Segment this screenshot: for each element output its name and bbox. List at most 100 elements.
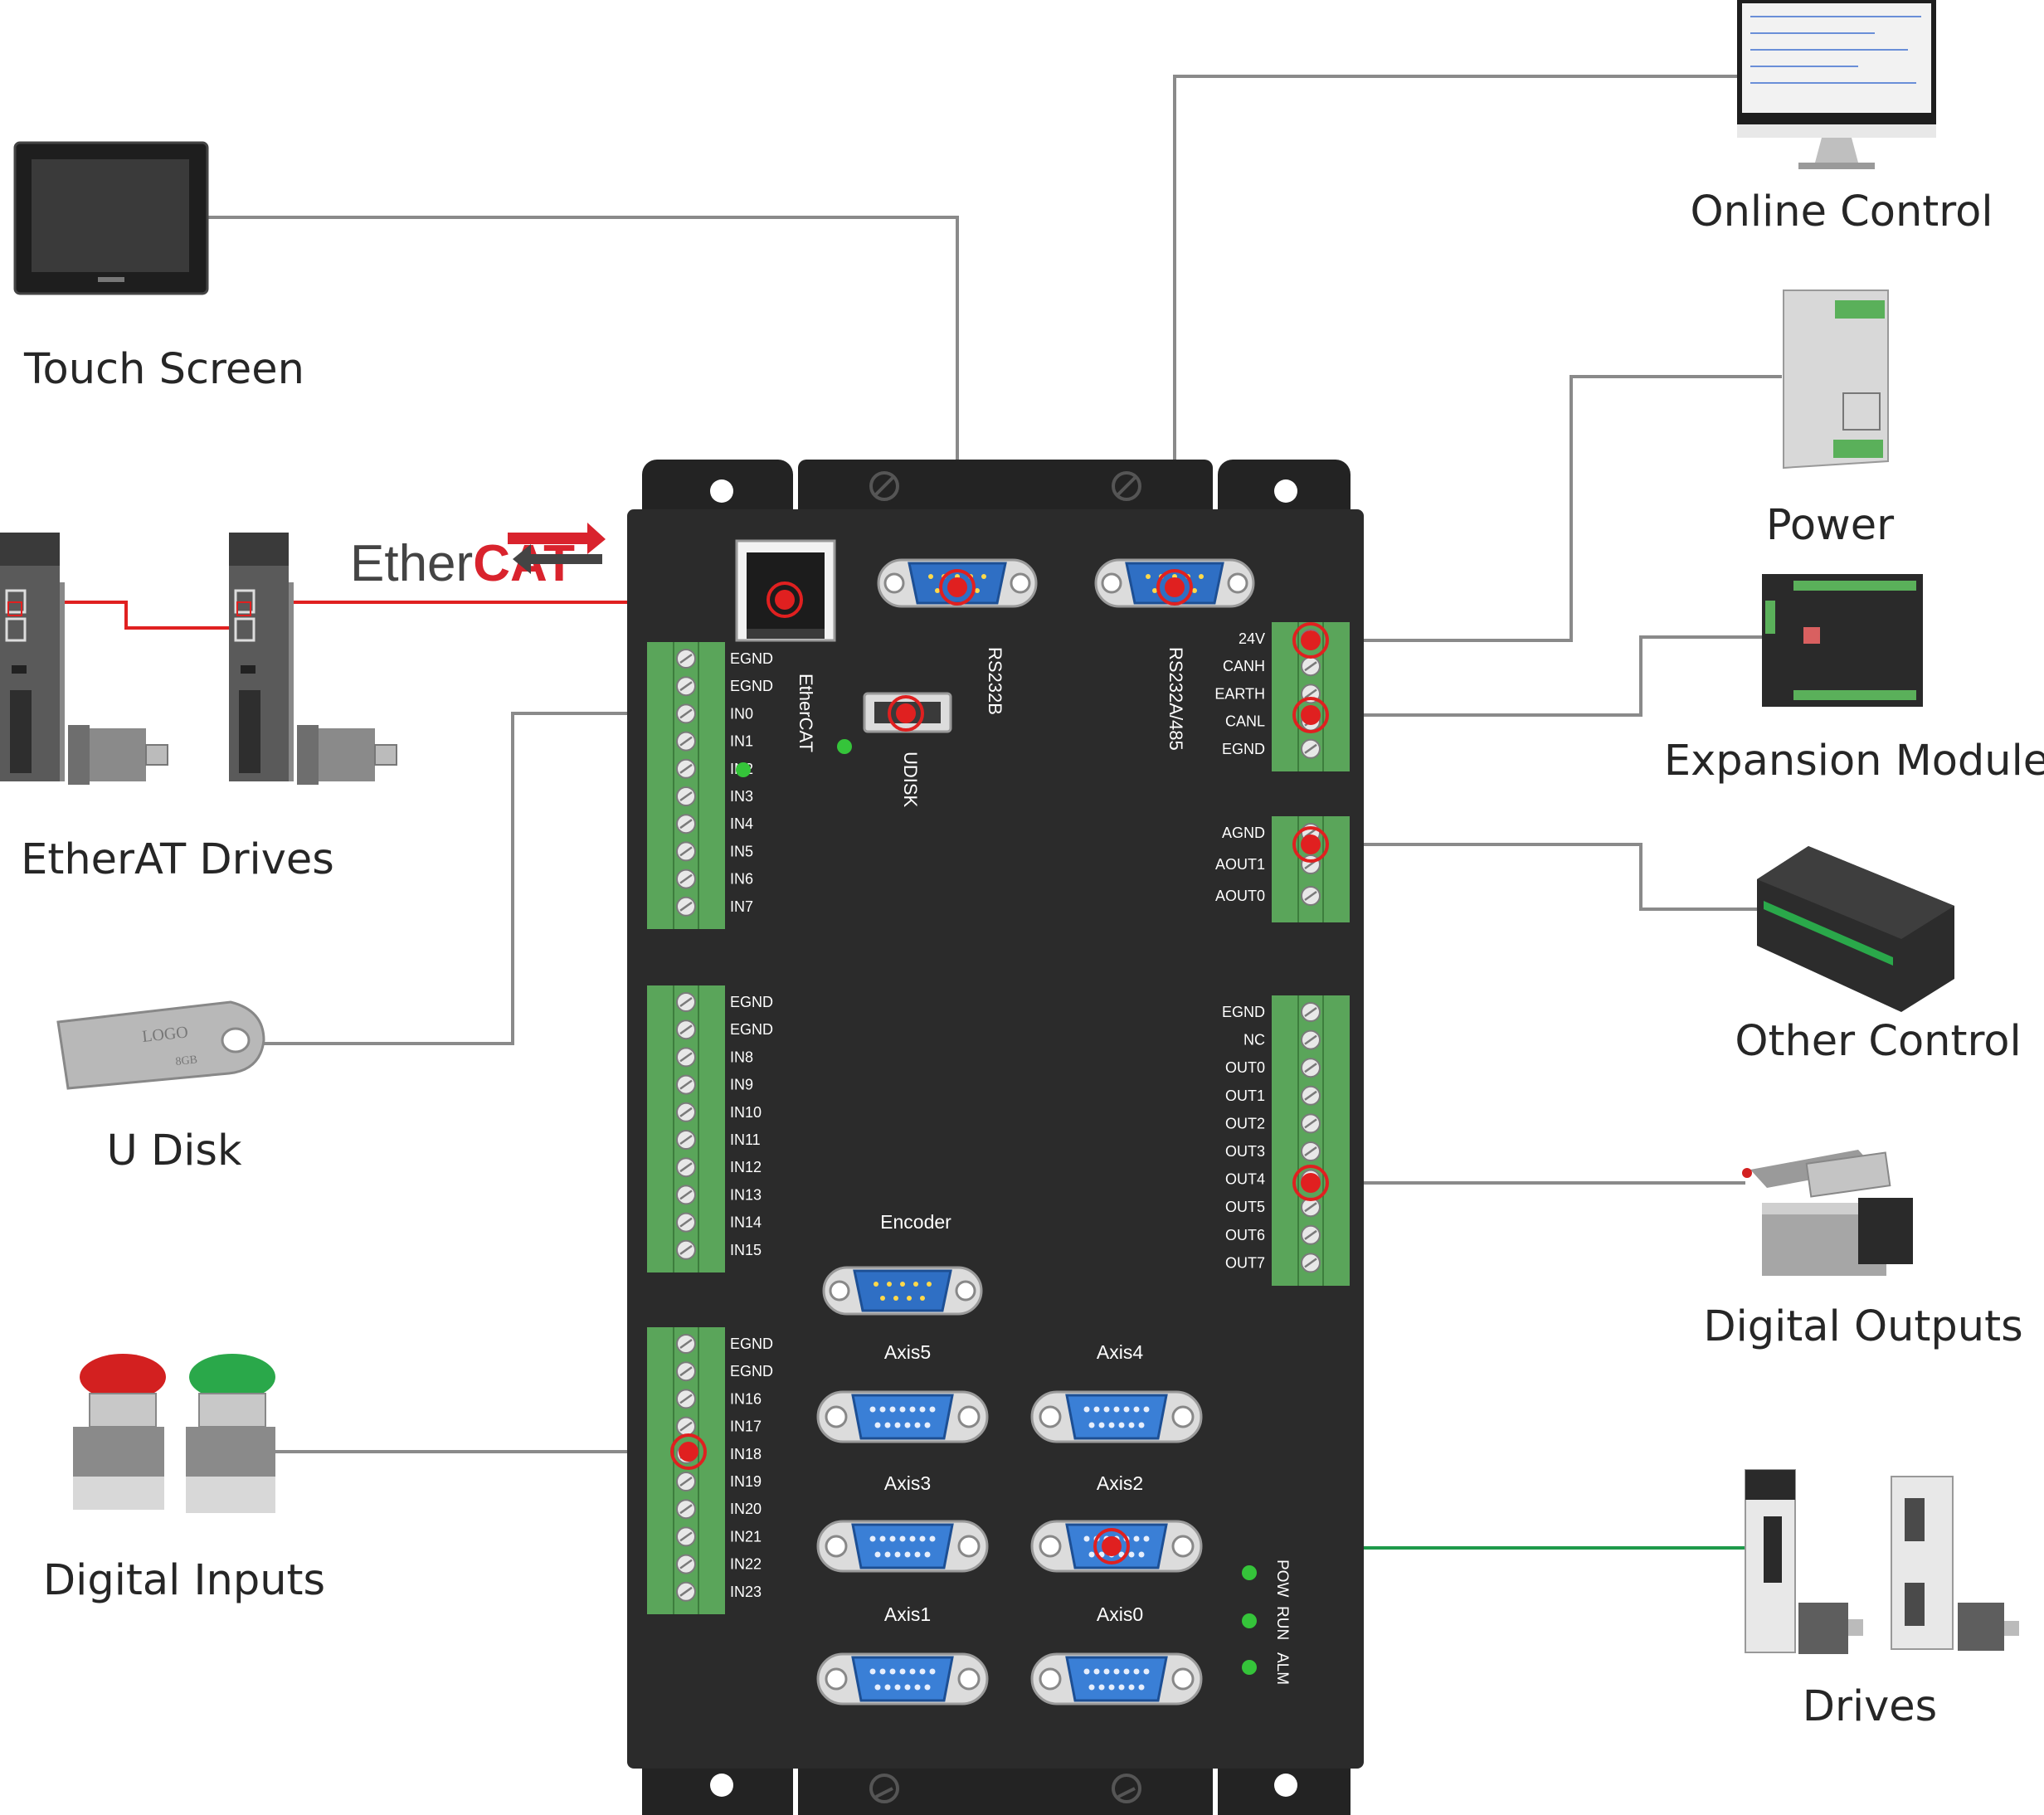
power-terminal-label: EGND — [1222, 741, 1265, 757]
ethercat-led — [837, 739, 852, 754]
wire-other-control — [1311, 843, 1757, 911]
terminal-screw — [675, 786, 697, 807]
axis3-port-label: Axis3 — [884, 1472, 931, 1494]
terminal-screw — [675, 1212, 697, 1233]
input-terminal-label: IN19 — [730, 1473, 762, 1490]
run-led-label: RUN — [1273, 1606, 1291, 1640]
analog-terminal-label: AOUT0 — [1215, 888, 1265, 904]
in2-status-led — [736, 762, 751, 777]
output-terminal-label: OUT6 — [1225, 1227, 1265, 1243]
digital-inputs-image — [73, 1354, 275, 1513]
ethercat-logo: EtherCAT — [350, 523, 606, 592]
terminal-screw — [675, 1102, 697, 1123]
controller-panel — [627, 509, 1364, 1769]
input-terminal-label: IN20 — [730, 1501, 762, 1517]
terminal-screw — [675, 1554, 697, 1574]
input-terminal-label: IN12 — [730, 1159, 762, 1175]
axis0-port-label: Axis0 — [1097, 1603, 1143, 1625]
ethercat-drive-1-image — [0, 531, 168, 786]
terminal-screw — [675, 1498, 697, 1520]
output-terminal-label: OUT7 — [1225, 1254, 1265, 1271]
terminal-screw — [675, 991, 697, 1013]
power-terminal-label: CANH — [1223, 658, 1265, 674]
input-terminal-label: EGND — [730, 1021, 773, 1038]
input-terminal-label: IN10 — [730, 1104, 762, 1121]
terminal-screw — [675, 1471, 697, 1492]
power-image — [1783, 290, 1889, 470]
terminal-screw — [675, 1526, 697, 1547]
axis3-port[interactable] — [816, 1520, 989, 1573]
udisk-port-label: UDISK — [900, 752, 921, 808]
input-terminal-label: IN17 — [730, 1418, 762, 1435]
digital-inputs-label: Digital Inputs — [43, 1556, 325, 1605]
analog-terminal-label: AOUT1 — [1215, 856, 1265, 873]
terminal-screw — [675, 1156, 697, 1178]
wire-online-control — [1173, 75, 1737, 587]
axis5-port[interactable] — [816, 1390, 989, 1443]
wire-power — [1311, 375, 1782, 642]
usb-capacity-text: 8GB — [175, 1053, 198, 1068]
motion-controller: EtherCAT UDISK RS232B RS232A/485 Encoder… — [627, 460, 1364, 1815]
axis0-port[interactable] — [1030, 1652, 1203, 1706]
input-terminal-label: EGND — [730, 678, 773, 694]
drives-label: Drives — [1803, 1682, 1938, 1731]
online-control-image — [1737, 0, 1936, 169]
output-terminal-label: NC — [1243, 1032, 1265, 1049]
terminal-screw — [1300, 738, 1321, 760]
encoder-port-label: Encoder — [880, 1211, 951, 1233]
terminal-screw — [675, 1019, 697, 1040]
terminal-screw — [1300, 1085, 1321, 1107]
expansion-module-label: Expansion Module — [1664, 737, 2044, 786]
terminal-screw — [1300, 1141, 1321, 1162]
run-led — [1242, 1613, 1257, 1628]
terminal-screw — [675, 1360, 697, 1382]
input-terminal-label: IN22 — [730, 1556, 762, 1573]
terminal-screw — [675, 896, 697, 917]
terminal-screw — [675, 1239, 697, 1261]
terminal-screw — [675, 813, 697, 835]
touch-screen-image — [13, 141, 209, 295]
axis1-port[interactable] — [816, 1652, 989, 1706]
input-terminal-label: IN6 — [730, 871, 753, 888]
digital-outputs-label: Digital Outputs — [1703, 1302, 2022, 1351]
terminal-screw — [675, 703, 697, 724]
analog-terminal-label: AGND — [1222, 825, 1265, 841]
input-terminal-label: IN8 — [730, 1049, 753, 1065]
terminal-screw — [675, 1581, 697, 1603]
input-terminal-label: EGND — [730, 650, 773, 667]
terminal-screw — [675, 1129, 697, 1151]
terminal-screw — [675, 1047, 697, 1068]
input-terminal-label: EGND — [730, 994, 773, 1010]
power-terminal-label: 24V — [1239, 630, 1265, 647]
terminal-screw — [1300, 1224, 1321, 1246]
terminal-screw — [675, 841, 697, 862]
other-control-image — [1757, 846, 1954, 1012]
u-disk-label: U Disk — [106, 1126, 242, 1175]
input-terminal-label: IN0 — [730, 705, 753, 722]
ethercat-port-label: EtherCAT — [796, 674, 816, 752]
terminal-screw — [1300, 1113, 1321, 1134]
rs232b-port-label: RS232B — [985, 647, 1005, 715]
input-terminal-label: IN9 — [730, 1077, 753, 1093]
axis5-port-label: Axis5 — [884, 1341, 931, 1363]
terminal-screw — [675, 1074, 697, 1095]
output-terminal-label: OUT5 — [1225, 1199, 1265, 1215]
expansion-module-image — [1762, 574, 1923, 707]
usb-stick-image: LOGO 8GB — [56, 1000, 265, 1090]
input-terminal-label: IN16 — [730, 1390, 762, 1407]
terminal-screw — [675, 731, 697, 752]
rs232a485-port-label: RS232A/485 — [1166, 647, 1186, 751]
input-terminal-label: IN21 — [730, 1528, 762, 1545]
digital-outputs-image — [1742, 1150, 1913, 1276]
axis4-port[interactable] — [1030, 1390, 1203, 1443]
input-terminal-label: IN3 — [730, 788, 753, 805]
power-terminal-label: EARTH — [1214, 685, 1265, 702]
encoder-port[interactable] — [822, 1266, 983, 1316]
pow-led-label: POW — [1273, 1560, 1291, 1597]
output-terminal-label: OUT0 — [1225, 1059, 1265, 1076]
axis4-port-label: Axis4 — [1097, 1341, 1143, 1363]
touch-screen-label: Touch Screen — [23, 345, 304, 394]
